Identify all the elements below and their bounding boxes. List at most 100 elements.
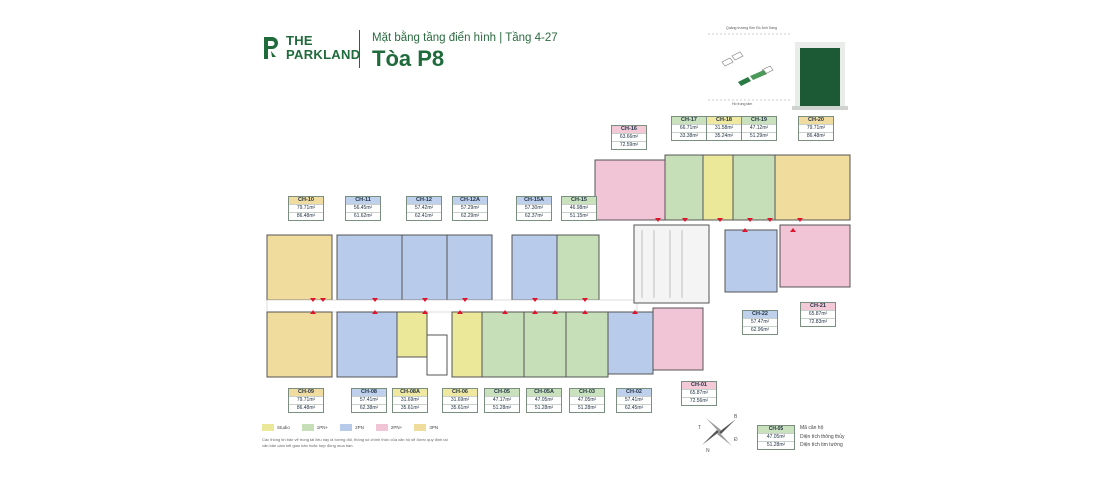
- unit-area-net: 47.05m²: [570, 396, 604, 404]
- unit-label-ch17[interactable]: CH-17 66.71m² 33.38m²: [671, 116, 707, 141]
- unit-area-net: 57.30m²: [517, 204, 551, 212]
- unit-area-gross: 35.24m²: [707, 132, 741, 140]
- unit-area-gross: 86.48m²: [289, 212, 323, 220]
- unit-code: CH-06: [443, 389, 477, 396]
- unit-area-gross: 51.28m²: [485, 404, 519, 412]
- unit-ch12-plan: [401, 234, 448, 301]
- unit-code: CH-15: [562, 197, 596, 204]
- unit-code: CH-09: [289, 389, 323, 396]
- parkland-logo-icon: [264, 37, 278, 59]
- unit-ch02-plan: [607, 311, 654, 375]
- unit-ch15a-plan: [511, 234, 558, 301]
- unit-code: CH-03: [570, 389, 604, 396]
- unit-ch05-plan: [481, 311, 525, 378]
- unit-ch18-plan: [702, 154, 734, 221]
- legend-label: 2PN+: [390, 425, 403, 430]
- compass-t: T: [698, 425, 701, 431]
- unit-label-ch10[interactable]: CH-10 79.71m² 86.48m²: [288, 196, 324, 221]
- unit-area-net: 31.69m²: [393, 396, 427, 404]
- compass-d: Đ: [734, 437, 738, 443]
- unit-area-net: 56.45m²: [346, 204, 380, 212]
- unit-ch03-plan: [565, 311, 609, 378]
- unit-label-ch22[interactable]: CH-22 57.47m² 62.96m²: [742, 310, 778, 335]
- unit-label-ch05a[interactable]: CH-05A 47.05m² 51.28m²: [526, 388, 562, 413]
- floor-plan: [266, 154, 851, 378]
- legend-item-studio: Studio: [262, 424, 290, 431]
- unit-label-ch11[interactable]: CH-11 56.45m² 61.62m²: [345, 196, 381, 221]
- unit-label-ch19[interactable]: CH-19 47.12m² 51.29m²: [741, 116, 777, 141]
- unit-area-gross: 62.41m²: [407, 212, 441, 220]
- unit-ch21-plan: [779, 224, 851, 288]
- unit-label-ch06[interactable]: CH-06 31.69m² 35.61m²: [442, 388, 478, 413]
- compass-b: B: [734, 414, 738, 420]
- legend-label: 3PN: [429, 425, 439, 430]
- legend-label: Studio: [277, 425, 290, 430]
- legend: Studio 1PN+ 2PN 2PN+ 3PN: [262, 424, 438, 431]
- legend-swatch: [301, 424, 314, 431]
- legend-label: 2PN: [355, 425, 364, 430]
- unit-label-ch08a[interactable]: CH-08A 31.69m² 35.61m²: [392, 388, 428, 413]
- unit-area-gross: 62.29m²: [453, 212, 487, 220]
- brand-logo: THE PARKLAND: [262, 34, 360, 62]
- unit-label-ch01[interactable]: CH-01 65.87m² 72.56m²: [681, 381, 717, 406]
- unit-area-gross: 35.61m²: [443, 404, 477, 412]
- unit-label-ch12[interactable]: CH-12 57.42m² 62.41m²: [406, 196, 442, 221]
- unit-code: CH-05: [485, 389, 519, 396]
- location-bottom-caption: Hồ trung tâm: [732, 102, 753, 106]
- unit-area-gross: 72.56m²: [682, 397, 716, 405]
- unit-area-gross: 51.29m²: [742, 132, 776, 140]
- unit-label-ch12a[interactable]: CH-12A 57.29m² 62.29m²: [452, 196, 488, 221]
- unit-label-ch15[interactable]: CH-15 46.98m² 51.15m²: [561, 196, 597, 221]
- unit-ch06-plan: [451, 311, 483, 378]
- unit-label-ch21[interactable]: CH-21 65.87m² 72.83m²: [800, 302, 836, 327]
- unit-ch17-plan: [664, 154, 704, 221]
- unit-ch15-plan: [556, 234, 600, 301]
- elevator-core: [633, 224, 710, 304]
- unit-ch11-plan: [336, 234, 403, 301]
- unit-label-ch20[interactable]: CH-20 79.71m² 86.48m²: [798, 116, 834, 141]
- key-box: CH-05 47.05m² 51.28m²: [757, 425, 795, 450]
- brand-line1: THE: [286, 33, 313, 48]
- unit-label-ch15a[interactable]: CH-15A 57.30m² 62.37m²: [516, 196, 552, 221]
- unit-area-net: 66.71m²: [672, 124, 706, 132]
- unit-label-ch18[interactable]: CH-18 31.58m² 35.24m²: [706, 116, 742, 141]
- unit-area-gross: 35.61m²: [393, 404, 427, 412]
- unit-label-ch03[interactable]: CH-03 47.05m² 51.28m²: [569, 388, 605, 413]
- unit-area-gross: 72.59m²: [612, 141, 646, 149]
- unit-code: CH-18: [707, 117, 741, 124]
- unit-label-ch02[interactable]: CH-02 57.41m² 62.45m²: [616, 388, 652, 413]
- unit-label-ch05[interactable]: CH-05 47.17m² 51.28m²: [484, 388, 520, 413]
- unit-area-gross: 61.62m²: [346, 212, 380, 220]
- legend-swatch: [375, 424, 388, 431]
- unit-code: CH-02: [617, 389, 651, 396]
- page-title: Tòa P8: [372, 46, 445, 71]
- unit-area-net: 57.42m²: [407, 204, 441, 212]
- unit-area-net: 47.17m²: [485, 396, 519, 404]
- unit-code: CH-08: [352, 389, 386, 396]
- unit-area-gross: 62.45m²: [617, 404, 651, 412]
- unit-area-gross: 72.83m²: [801, 318, 835, 326]
- unit-area-gross: 86.48m²: [799, 132, 833, 140]
- unit-area-gross: 51.28m²: [527, 404, 561, 412]
- unit-label-ch08[interactable]: CH-08 57.41m² 62.38m²: [351, 388, 387, 413]
- corridor: [266, 299, 638, 313]
- legend-item-2pn-plus: 2PN+: [375, 424, 403, 431]
- unit-area-net: 57.47m²: [743, 318, 777, 326]
- unit-ch08-plan: [336, 311, 398, 378]
- unit-code: CH-21: [801, 303, 835, 310]
- page-subtitle: Mặt bằng tầng điển hình | Tầng 4-27: [372, 32, 558, 44]
- unit-label-ch16[interactable]: CH-16 63.66m² 72.59m²: [611, 125, 647, 150]
- unit-ch09-plan: [266, 311, 333, 378]
- unit-code: CH-16: [612, 126, 646, 133]
- unit-code: CH-11: [346, 197, 380, 204]
- unit-area-net: 57.41m²: [617, 396, 651, 404]
- unit-area-net: 79.71m²: [289, 396, 323, 404]
- unit-code: CH-08A: [393, 389, 427, 396]
- unit-area-net: 65.87m²: [801, 310, 835, 318]
- location-top-caption: Quảng trường Kim Đô Ánh Sáng: [726, 26, 777, 30]
- key-desc-gross: Diện tích tim tường: [800, 442, 843, 448]
- disclaimer-note: Các thông tin bản vẽ trong tài liệu này …: [262, 437, 448, 448]
- brand-line2: PARKLAND: [286, 47, 361, 62]
- unit-area-net: 31.58m²: [707, 124, 741, 132]
- unit-label-ch09[interactable]: CH-09 79.71m² 86.48m²: [288, 388, 324, 413]
